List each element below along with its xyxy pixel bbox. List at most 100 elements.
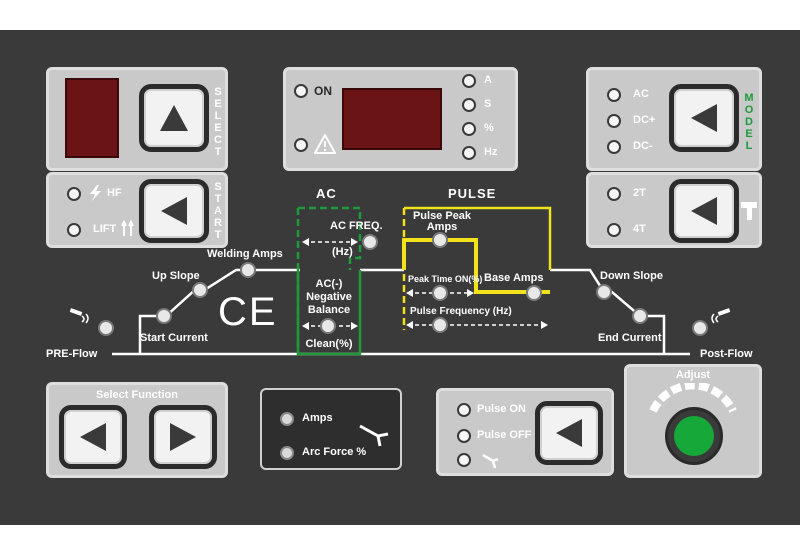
pulse-peak-label-2: Amps [426, 221, 458, 233]
pulse-off-led [457, 429, 471, 443]
left-arrow-icon [691, 104, 717, 132]
unit-percent-label: % [484, 122, 494, 134]
end-current-knob[interactable] [632, 308, 648, 324]
pulse-peak-knob[interactable] [432, 232, 448, 248]
pulse-left-button[interactable] [535, 401, 603, 465]
start-current-knob[interactable] [156, 308, 172, 324]
pulse-torch-led [457, 453, 471, 467]
up-slope-label: Up Slope [152, 270, 200, 282]
arrow-head [467, 289, 474, 297]
arrow-head [406, 321, 413, 329]
model-dcplus-led [607, 114, 621, 128]
amps-label: Amps [302, 412, 333, 424]
pre-flow-knob[interactable] [98, 320, 114, 336]
select-function-panel: Select Function [46, 382, 228, 478]
base-amps-knob[interactable] [526, 285, 542, 301]
unit-s-led [462, 98, 476, 112]
arrow-head [351, 238, 358, 246]
ac-neg-label-3: Balance [307, 304, 351, 316]
hf-led [67, 187, 81, 201]
adjust-encoder-knob[interactable] [665, 407, 723, 465]
lift-arrows-icon [121, 220, 134, 236]
ac-neg-label-1: AC(-) [315, 278, 343, 290]
pulse-panel: Pulse ON Pulse OFF [436, 388, 614, 476]
function-right-button[interactable] [149, 405, 217, 469]
diagram-downslope-line [550, 268, 666, 354]
pulse-on-led [457, 403, 471, 417]
trigger-2t-label: 2T [633, 187, 646, 199]
select-function-title: Select Function [96, 389, 178, 401]
arrow-head [302, 322, 309, 330]
left-display [65, 78, 119, 158]
left-arrow-icon [80, 423, 106, 451]
select-panel: SELECT [46, 67, 228, 171]
model-vertical-label: MODEL [744, 92, 754, 152]
pulse-section-title: PULSE [448, 186, 497, 201]
end-current-label: End Current [598, 332, 662, 344]
down-slope-knob[interactable] [596, 284, 612, 300]
left-arrow-icon [556, 419, 582, 447]
up-arrow-icon [160, 105, 188, 131]
amps-led [280, 412, 294, 426]
trigger-left-button[interactable] [669, 179, 739, 243]
adjust-encoder-led [674, 416, 714, 456]
model-dcminus-label: DC- [633, 140, 653, 152]
trigger-2t-led [607, 187, 621, 201]
ac-freq-knob[interactable] [362, 234, 378, 250]
post-flow-knob[interactable] [692, 320, 708, 336]
ac-freq-label: AC FREQ. [330, 220, 383, 232]
pre-flow-gas-icon [69, 308, 89, 324]
lift-led [67, 223, 81, 237]
trigger-panel: 2T 4T [586, 172, 762, 248]
model-panel: AC DC+ DC- MODEL [586, 67, 762, 171]
unit-hz-label: Hz [484, 146, 498, 158]
welding-amps-label: Welding Amps [207, 248, 283, 260]
function-left-button[interactable] [59, 405, 127, 469]
welding-amps-knob[interactable] [240, 262, 256, 278]
model-left-button[interactable] [669, 84, 739, 152]
center-display [342, 88, 442, 150]
arrow-head [406, 289, 413, 297]
post-flow-gas-icon [711, 308, 731, 324]
start-vertical-label: START [214, 181, 222, 241]
arc-force-led [280, 446, 294, 460]
pulse-freq-label: Pulse Frequency (Hz) [410, 306, 512, 317]
pulse-freq-knob[interactable] [432, 317, 448, 333]
select-up-button[interactable] [139, 84, 209, 152]
warning-icon [314, 134, 336, 154]
pulse-waveform [402, 238, 550, 294]
mode-panel: Amps Arc Force % [260, 388, 402, 470]
trigger-4t-label: 4T [633, 223, 646, 235]
pulse-off-label: Pulse OFF [477, 429, 532, 441]
ac-freq-box [298, 206, 362, 270]
arrow-head [351, 322, 358, 330]
select-vertical-label: SELECT [214, 86, 222, 158]
ac-balance-knob[interactable] [320, 318, 336, 334]
hf-label: HF [107, 187, 122, 199]
arrow-head [541, 321, 548, 329]
adjust-scale-icon [649, 383, 737, 413]
ce-mark: CE [218, 290, 278, 334]
base-amps-label: Base Amps [484, 272, 544, 284]
adjust-title: Adjust [675, 369, 711, 381]
arc-force-label: Arc Force % [302, 446, 367, 458]
post-flow-label: Post-Flow [700, 348, 753, 360]
right-arrow-icon [170, 423, 196, 451]
up-slope-knob[interactable] [192, 282, 208, 298]
unit-percent-led [462, 122, 476, 136]
start-current-label: Start Current [140, 332, 208, 344]
start-left-button[interactable] [139, 179, 209, 243]
ac-neg-label-2: Negative [306, 291, 352, 303]
warning-led [294, 138, 308, 152]
on-label: ON [314, 84, 332, 98]
clean-label: Clean(%) [305, 338, 353, 350]
unit-a-led [462, 74, 476, 88]
lift-label: LIFT [93, 223, 117, 235]
welding-torch-icon [359, 424, 389, 447]
unit-hz-led [462, 146, 476, 160]
center-display-panel: ON A S % Hz [283, 67, 518, 171]
peak-time-knob[interactable] [432, 285, 448, 301]
pulse-peak-label-1: Pulse Peak [412, 210, 472, 222]
trigger-4t-led [607, 223, 621, 237]
model-dcminus-led [607, 140, 621, 154]
